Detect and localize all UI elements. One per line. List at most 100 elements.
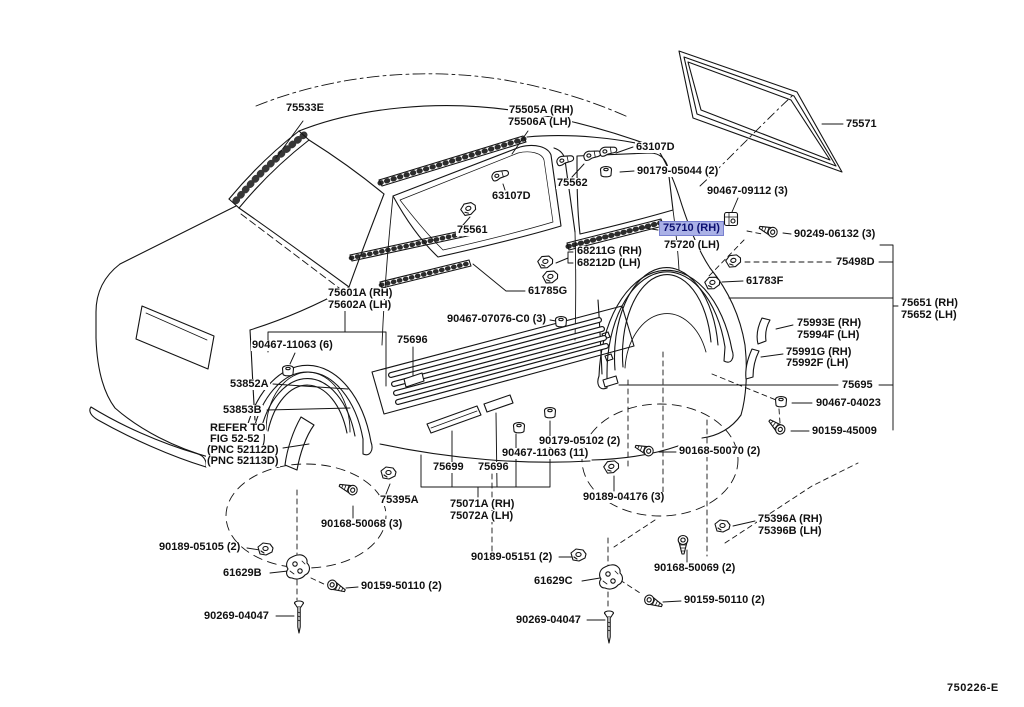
rivet-90269-04047-right-icon — [603, 610, 615, 644]
clip-75396a-icon — [714, 519, 731, 533]
part-label-68211G[interactable]: 68211G (RH) — [576, 245, 643, 257]
part-label-75699[interactable]: 75699 — [432, 461, 465, 473]
part-label-75505A[interactable]: 75505A (RH) — [508, 104, 575, 116]
part-label-53852A[interactable]: 53852A — [229, 378, 270, 390]
part-label-75396A[interactable]: 75396A (RH) — [757, 513, 824, 525]
grommet-90467-07076-icon — [554, 315, 568, 328]
part-label-75396B[interactable]: 75396B (LH) — [757, 525, 823, 537]
part-label-75602A[interactable]: 75602A (LH) — [327, 299, 393, 311]
clip-90189-04176-icon — [602, 458, 621, 476]
windshield-moulding — [228, 130, 310, 209]
part-label-75533E[interactable]: 75533E — [285, 102, 325, 114]
clip-75498d-icon — [724, 252, 743, 270]
flare-extension-pieces — [745, 317, 771, 380]
part-label-90467-09112[interactable]: 90467-09112 (3) — [706, 185, 789, 197]
clip-68212d-icon — [541, 268, 560, 285]
back-window-seal — [678, 50, 843, 173]
grommet-90179-05044-icon — [599, 165, 613, 178]
part-label-90168-50069[interactable]: 90168-50069 (2) — [653, 562, 737, 574]
clip-63107d-left-icon — [490, 168, 511, 183]
small-moulding-strips — [403, 372, 619, 434]
part-label-75506A[interactable]: 75506A (LH) — [507, 116, 573, 128]
part-label-90269-04047-l[interactable]: 90269-04047 — [203, 610, 270, 622]
grommet-90179-05102-icon — [543, 406, 557, 419]
screw-90249-06132-icon — [757, 222, 780, 239]
part-label-refer-3: (PNC 52112D) — [206, 444, 280, 456]
clip-68211g-icon — [536, 253, 555, 270]
part-label-61629B[interactable]: 61629B — [222, 567, 263, 579]
screw-90159-45009-icon — [765, 416, 788, 437]
part-label-90249-06132[interactable]: 90249-06132 (3) — [793, 228, 877, 240]
screw-90159-50110-right-icon — [642, 593, 665, 611]
grommet-90467-04023-icon — [774, 395, 788, 408]
part-label-68212D[interactable]: 68212D (LH) — [576, 257, 642, 269]
part-label-75571[interactable]: 75571 — [845, 118, 878, 130]
part-label-75710[interactable]: 75710 (RH) — [659, 221, 724, 236]
part-label-75992F[interactable]: 75992F (LH) — [785, 357, 850, 369]
part-label-61629C[interactable]: 61629C — [533, 575, 574, 587]
part-label-75994F[interactable]: 75994F (LH) — [796, 329, 861, 341]
side-moulding — [371, 305, 635, 415]
bracket-61629c-icon — [599, 564, 624, 590]
part-label-75601A[interactable]: 75601A (RH) — [327, 287, 394, 299]
part-label-90159-45009[interactable]: 90159-45009 — [811, 425, 878, 437]
part-label-75562[interactable]: 75562 — [556, 177, 589, 189]
clip-75395a-icon — [380, 466, 397, 480]
part-label-90189-05151[interactable]: 90189-05151 (2) — [470, 551, 554, 563]
clip-61783f-icon — [703, 275, 722, 291]
part-label-90189-04176[interactable]: 90189-04176 (3) — [582, 491, 666, 503]
clip-75561-icon — [458, 200, 479, 218]
part-label-63107D-r[interactable]: 63107D — [635, 141, 676, 153]
part-label-refer-4: (PNC 52113D) — [206, 455, 280, 467]
part-label-90159-50110-l[interactable]: 90159-50110 (2) — [360, 580, 443, 592]
clip-75562-icon — [582, 148, 603, 162]
bracket-61629b-icon — [286, 554, 311, 580]
part-label-90179-05044[interactable]: 90179-05044 (2) — [636, 165, 720, 177]
screw-90168-50069-icon — [677, 534, 689, 555]
part-label-75651[interactable]: 75651 (RH) — [900, 297, 959, 309]
part-label-63107D-l[interactable]: 63107D — [491, 190, 532, 202]
part-label-90467-11063-11[interactable]: 90467-11063 (11) — [501, 447, 590, 459]
part-label-90159-50110-r[interactable]: 90159-50110 (2) — [683, 594, 766, 606]
rocker-moulding-61785g — [378, 259, 473, 289]
clip-90189-05151-icon — [570, 548, 587, 562]
part-label-90467-04023[interactable]: 90467-04023 — [815, 397, 882, 409]
windshield-glass — [238, 139, 385, 288]
part-label-90168-50070[interactable]: 90168-50070 (2) — [678, 445, 762, 457]
quarter-belt-moulding-75710 — [565, 218, 665, 251]
part-label-90168-50068[interactable]: 90168-50068 (3) — [320, 518, 404, 530]
part-label-90467-07076[interactable]: 90467-07076-C0 (3) — [446, 313, 548, 325]
part-label-90179-05102[interactable]: 90179-05102 (2) — [538, 435, 622, 447]
part-label-75696-b[interactable]: 75696 — [477, 461, 510, 473]
part-label-75395A[interactable]: 75395A — [379, 494, 420, 506]
part-label-75652[interactable]: 75652 (LH) — [900, 309, 958, 321]
part-label-75696-a[interactable]: 75696 — [396, 334, 429, 346]
part-label-90269-04047-r[interactable]: 90269-04047 — [515, 614, 582, 626]
part-label-75993E[interactable]: 75993E (RH) — [796, 317, 863, 329]
rivet-90269-04047-left-icon — [293, 600, 305, 634]
rear-fender-flare — [597, 266, 734, 390]
part-label-75695[interactable]: 75695 — [841, 379, 874, 391]
part-label-53853B[interactable]: 53853B — [222, 404, 263, 416]
part-label-75071A[interactable]: 75071A (RH) — [449, 498, 516, 510]
part-label-75072A[interactable]: 75072A (LH) — [449, 510, 515, 522]
part-label-refer-2: FIG 52-52 — [209, 433, 261, 445]
part-label-61783F[interactable]: 61783F — [745, 275, 785, 287]
roof-drip-moulding — [377, 135, 659, 187]
screw-90159-50110-left-icon — [325, 578, 348, 596]
part-label-61785G[interactable]: 61785G — [527, 285, 569, 297]
part-label-90189-05105[interactable]: 90189-05105 (2) — [158, 541, 242, 553]
clip-90467-09112-icon — [723, 211, 739, 227]
part-label-75561[interactable]: 75561 — [456, 224, 489, 236]
part-label-figure-code: 750226-E — [946, 682, 1000, 694]
part-label-refer-1: REFER TO — [209, 422, 267, 434]
part-label-75991G[interactable]: 75991G (RH) — [785, 346, 853, 358]
part-label-75720[interactable]: 75720 (LH) — [663, 239, 721, 251]
front-wheel — [225, 463, 387, 569]
clip-90189-05105-icon — [257, 542, 274, 556]
part-label-75498D[interactable]: 75498D — [835, 256, 876, 268]
part-label-90467-11063-6[interactable]: 90467-11063 (6) — [251, 339, 334, 351]
door-belt-moulding-68211g — [348, 228, 474, 262]
